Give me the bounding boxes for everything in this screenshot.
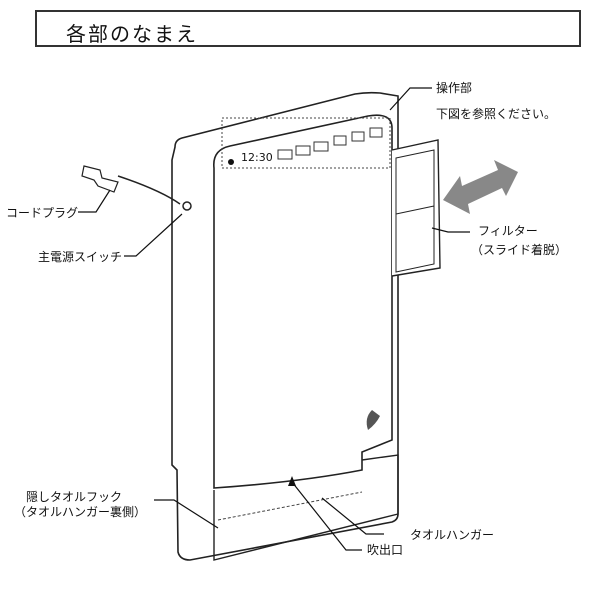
double-arrow-icon [443,160,518,214]
label-hanger: タオルハンガー [410,528,495,542]
label-panel-note: 下図を参照ください。 [436,107,557,121]
label-plug: コードプラグ [6,206,79,220]
logo-icon [366,410,380,430]
outlet-arrow-icon [288,476,296,486]
plug-icon [81,165,119,193]
filter-frame [391,139,441,277]
hidden-hook-outline [217,491,363,521]
label-hook-note: （タオルハンガー裏側） [14,505,147,519]
page-title: 各部のなまえ [66,22,198,46]
label-filter: フィルター [478,224,538,238]
control-panel-outline [221,117,391,169]
power-cord [117,175,181,205]
label-outlet: 吹出口 [367,543,404,557]
front-panel [213,114,393,489]
towel-hanger [213,454,399,561]
display-time: 12:30 [241,151,273,164]
label-hook: 隠しタオルフック [26,490,123,504]
label-panel: 操作部 [436,81,473,95]
label-switch: 主電源スイッチ [38,250,123,264]
filter-grid [395,149,435,273]
switch-icon [182,201,192,211]
title-box [35,10,581,47]
label-filter-note: （スライド着脱） [471,243,568,257]
